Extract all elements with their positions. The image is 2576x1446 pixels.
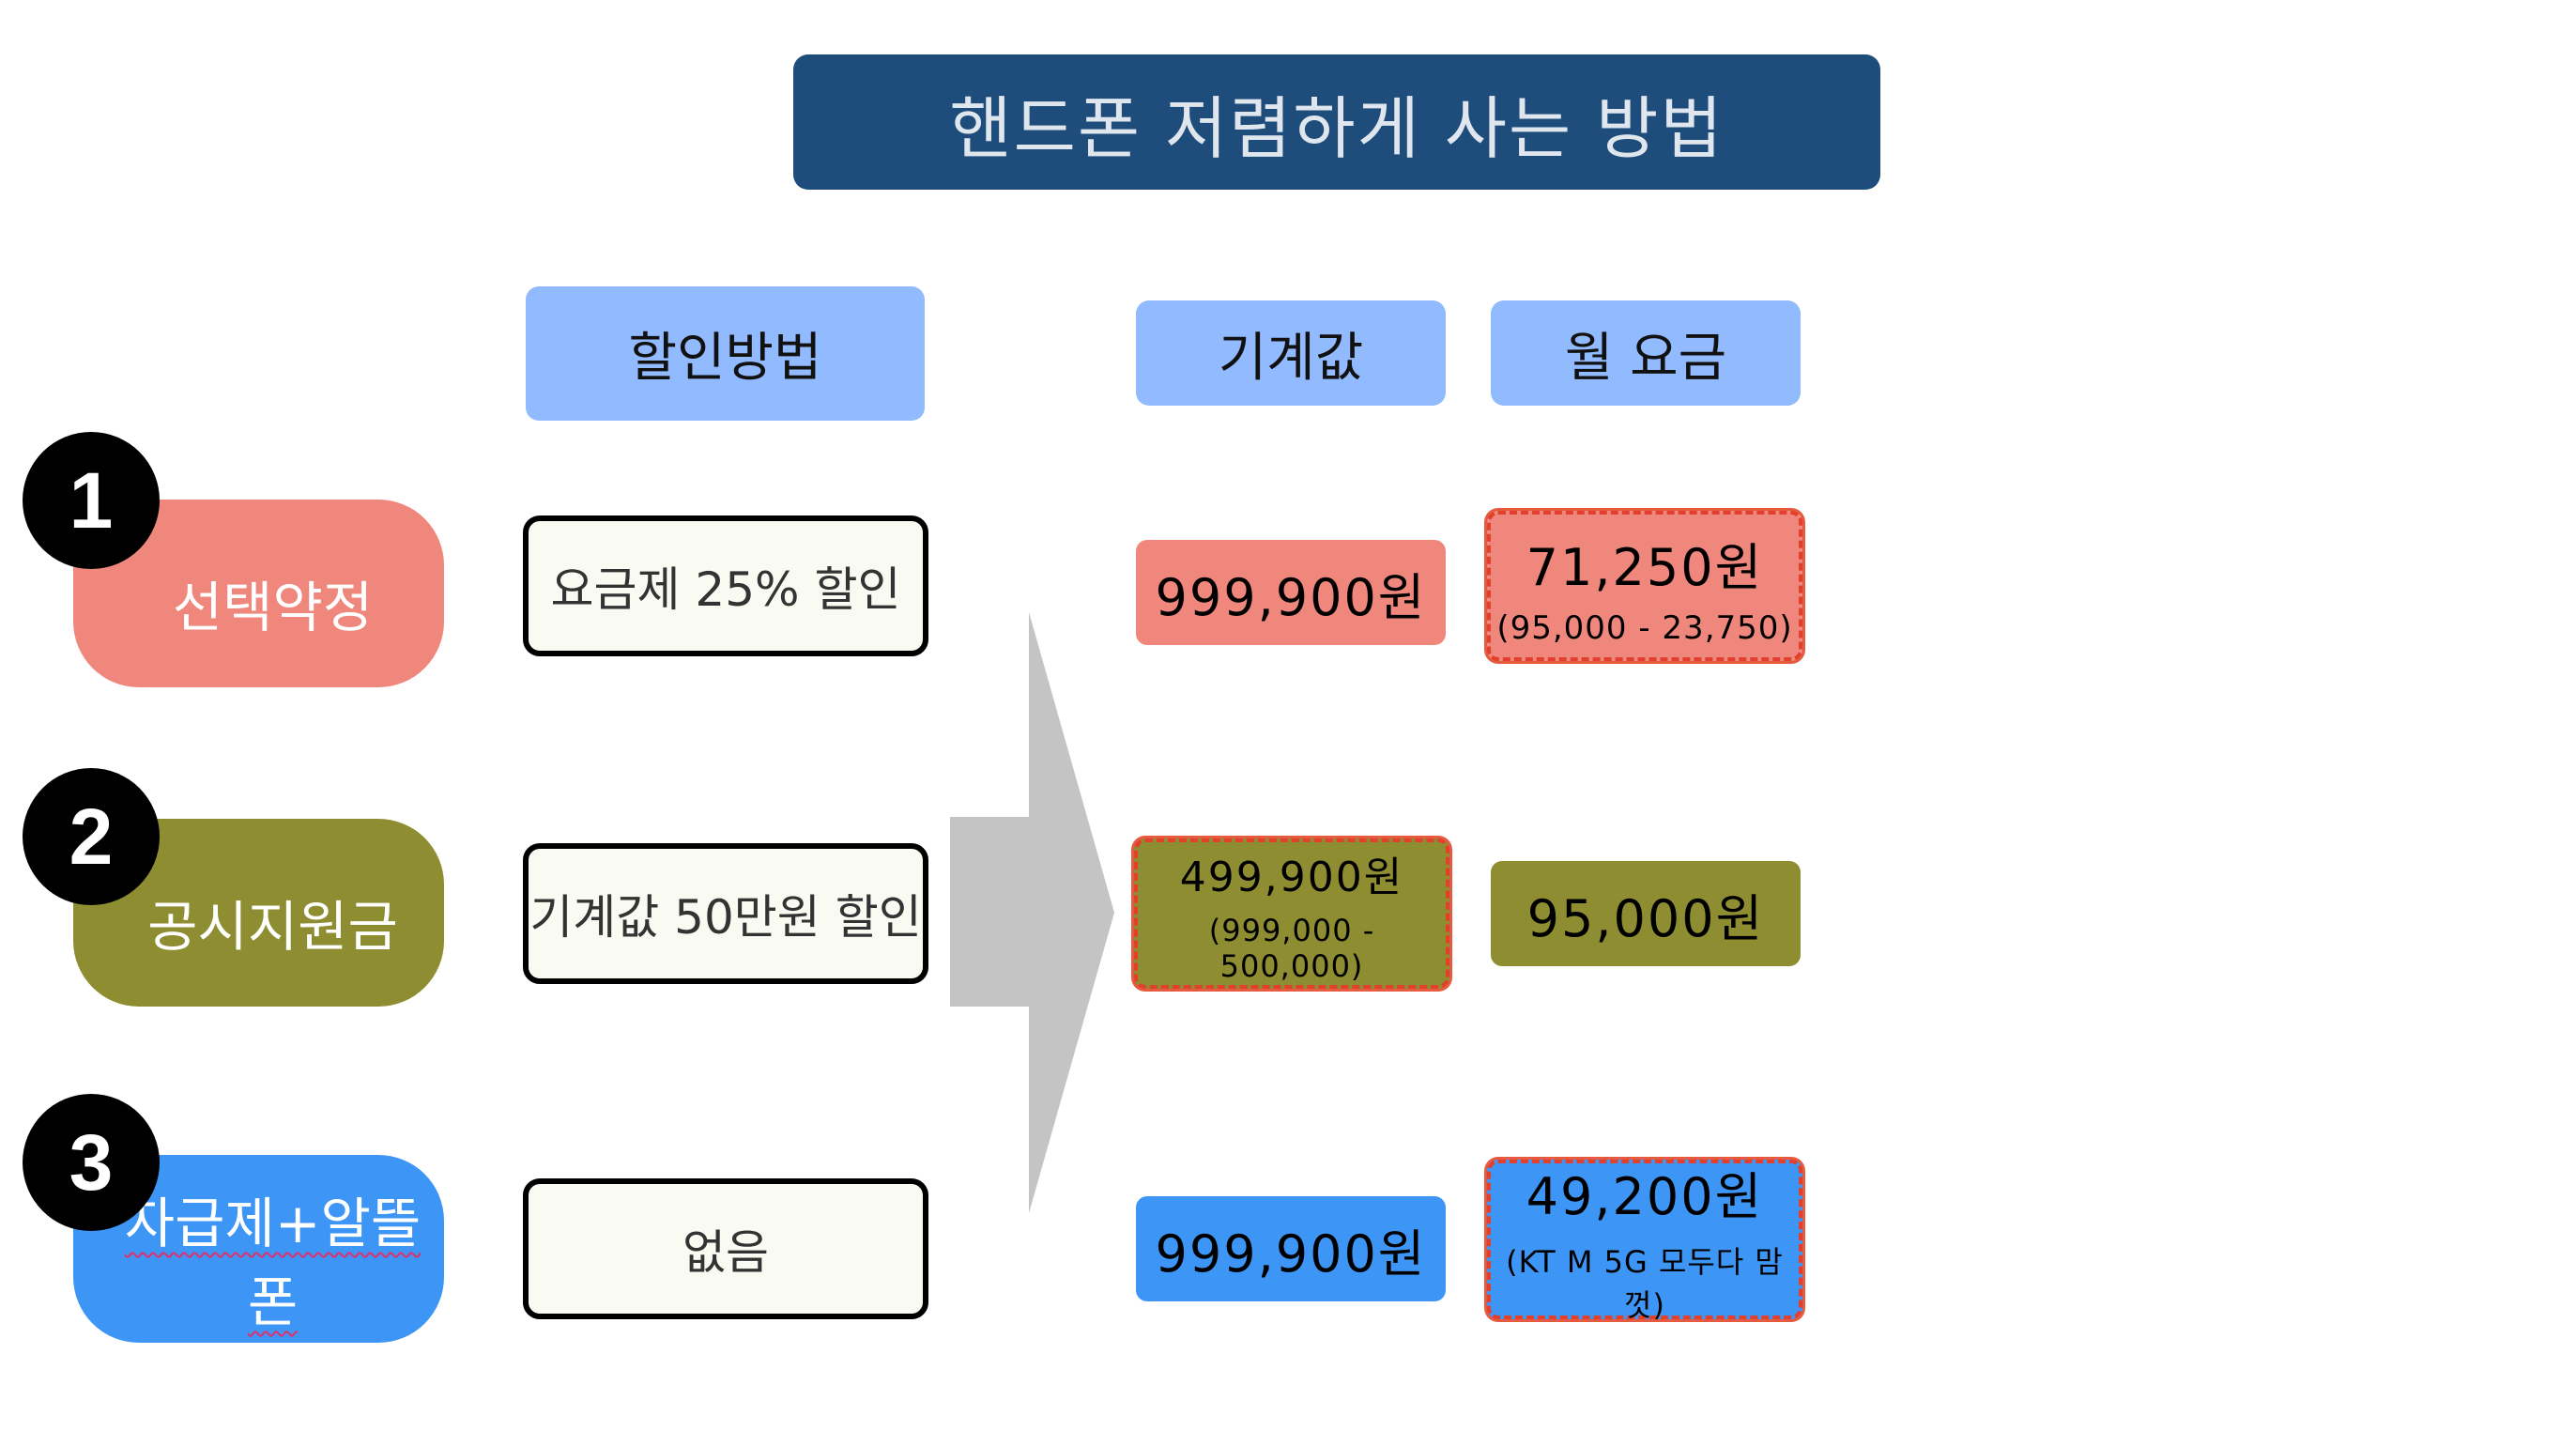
header-monthly-fee: 월 요금 [1491,300,1801,406]
fee-note: (KT M 5G 모두다 맘껏) [1506,1243,1784,1323]
page-title-text: 핸드폰 저렴하게 사는 방법 [949,88,1725,168]
header-device-price-label: 기계값 [1218,327,1364,389]
page-title: 핸드폰 저렴하게 사는 방법 [793,54,1880,190]
method-text: 없음 [682,1225,769,1280]
price-box-1: 999,900원 [1136,540,1446,645]
fee-box-3: 49,200원 (KT M 5G 모두다 맘껏) [1487,1160,1802,1323]
price-value: 999,900원 [1155,567,1427,627]
number-badge-text: 2 [69,792,114,881]
right-arrow-icon [950,612,1114,1213]
price-value: 499,900원 [1179,854,1404,901]
header-discount-method-label: 할인방법 [628,328,822,389]
option-label: 선택약정 [172,576,374,639]
number-badge-text: 3 [69,1117,114,1207]
header-discount-method: 할인방법 [526,286,925,421]
price-box-3: 999,900원 [1136,1196,1446,1301]
price-value: 999,900원 [1155,1223,1427,1284]
number-badge-3: 3 [23,1094,160,1231]
fee-box-1: 71,250원 (95,000 - 23,750) [1487,511,1802,661]
method-box-3: 없음 [523,1178,928,1319]
header-device-price: 기계값 [1136,300,1446,406]
option-label: 공시지원금 [147,895,398,959]
fee-value: 95,000원 [1526,888,1765,948]
method-text: 기계값 50만원 할인 [529,890,922,945]
price-note: (999,000 - 500,000) [1208,913,1375,984]
option-label: 자급제+알뜰폰 [124,1192,422,1334]
fee-value: 71,250원 [1526,537,1764,597]
fee-note: (95,000 - 23,750) [1496,608,1793,647]
method-box-1: 요금제 25% 할인 [523,515,928,656]
method-text: 요금제 25% 할인 [550,562,901,617]
fee-value: 49,200원 [1526,1166,1764,1226]
header-monthly-fee-label: 월 요금 [1564,327,1727,389]
option-selective-contract: 선택약정 [73,500,444,687]
number-badge-1: 1 [23,432,160,569]
number-badge-text: 1 [69,455,114,545]
number-badge-2: 2 [23,768,160,905]
method-box-2: 기계값 50만원 할인 [523,843,928,984]
fee-box-2: 95,000원 [1491,861,1801,966]
price-box-2: 499,900원 (999,000 - 500,000) [1134,838,1449,989]
